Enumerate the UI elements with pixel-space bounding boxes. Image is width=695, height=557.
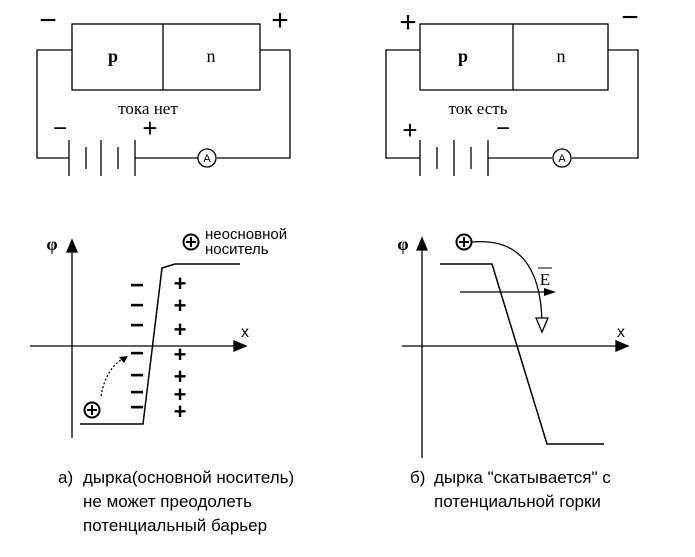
right-hole-path-arrowhead	[535, 317, 549, 334]
right-n-label: n	[557, 46, 566, 66]
svg-text:−: −	[130, 312, 144, 339]
right-wire-right	[572, 49, 639, 159]
left-ammeter-label: A	[203, 153, 211, 165]
caption-a-line3: потенциальный барьер	[83, 516, 268, 535]
left-pn-junction	[71, 23, 261, 91]
svg-text:−: −	[130, 379, 144, 406]
negative-charges: − − − − − − −	[130, 272, 144, 421]
caption-b-marker: б)	[410, 468, 426, 487]
caption-a-line2: не может преодолеть	[83, 492, 252, 511]
field-label: E	[540, 270, 550, 289]
left-n-label: n	[207, 46, 216, 66]
svg-text:−: −	[130, 394, 144, 421]
caption-b: б) дырка "скатывается" с потенциальной г…	[410, 466, 611, 514]
left-top-left-sign: −	[39, 4, 57, 37]
right-x-axis-arrowhead	[615, 340, 630, 352]
right-pn-junction	[419, 23, 609, 91]
left-wire-right	[217, 49, 291, 159]
right-current-status: ток есть	[449, 99, 508, 118]
left-potential-curve	[80, 263, 240, 425]
svg-text:+: +	[174, 364, 187, 389]
svg-text:−: −	[130, 292, 144, 319]
right-battery-right-sign: −	[496, 115, 510, 142]
positive-charges: + + + + + + +	[174, 271, 187, 424]
right-wire-left	[385, 49, 420, 159]
caption-a: а) дырка(основной носитель) не может пре…	[58, 466, 294, 538]
caption-a-line1: дырка(основной носитель)	[83, 468, 295, 487]
svg-text:+: +	[174, 271, 187, 296]
field-vector-arrowhead	[544, 288, 556, 296]
svg-text:+: +	[174, 382, 187, 407]
right-battery-left-sign: +	[402, 115, 417, 145]
left-p-label: p	[108, 46, 118, 66]
right-potential-curve	[440, 263, 604, 445]
right-circuit	[385, 23, 639, 176]
left-ammeter	[197, 148, 217, 168]
left-phi-label: φ	[46, 234, 57, 254]
left-y-axis-arrowhead	[66, 238, 78, 253]
right-hole-path	[471, 240, 543, 323]
right-graph	[402, 236, 630, 458]
pn-junction-diagram: p n тока нет A − + − + p n ток есть A + …	[30, 1, 639, 458]
left-battery	[68, 140, 136, 176]
right-x-label: x	[617, 324, 625, 341]
left-circuit	[36, 23, 291, 176]
svg-text:−: −	[130, 362, 144, 389]
svg-text:−: −	[130, 340, 144, 367]
left-wire-left	[36, 49, 72, 159]
left-hole-path	[100, 357, 125, 397]
right-top-right-sign: −	[621, 1, 639, 34]
left-battery-left-sign: −	[53, 115, 67, 142]
right-top-left-sign: +	[399, 6, 417, 39]
svg-text:+: +	[174, 399, 187, 424]
svg-text:+: +	[174, 317, 187, 342]
right-ammeter-label: A	[558, 153, 566, 165]
left-x-axis-arrowhead	[233, 340, 248, 352]
caption-b-line2: потенциальной горки	[434, 492, 601, 511]
caption-b-line1: дырка "скатывается" с	[434, 468, 611, 487]
left-battery-right-sign: +	[142, 113, 157, 143]
left-hole-path-arrowhead	[119, 356, 128, 363]
right-phi-label: φ	[397, 234, 408, 254]
caption-a-marker: а)	[58, 468, 74, 487]
svg-text:+: +	[174, 293, 187, 318]
left-current-status: тока нет	[118, 99, 178, 118]
svg-text:+: +	[174, 342, 187, 367]
left-hole-minority	[182, 233, 200, 251]
right-battery	[419, 140, 489, 176]
right-p-label: p	[458, 46, 468, 66]
minority-carrier-label-line2: носитель	[205, 241, 269, 258]
left-top-right-sign: +	[271, 4, 289, 37]
svg-text:−: −	[130, 272, 144, 299]
right-y-axis-arrowhead	[416, 236, 428, 251]
minority-carrier-label-line1: неосновной	[205, 226, 287, 243]
left-graph	[30, 238, 248, 438]
left-x-label: x	[241, 324, 249, 341]
left-hole-majority	[83, 401, 101, 419]
right-hole	[455, 233, 473, 251]
right-ammeter	[552, 148, 572, 168]
